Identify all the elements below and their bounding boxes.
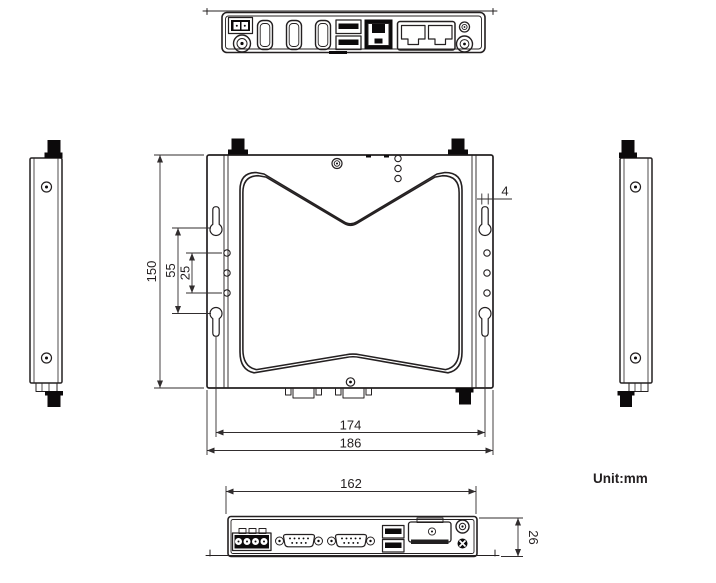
dimensions-bottom: 162 26	[225, 476, 541, 557]
screw-icon	[40, 181, 53, 193]
bracket-holes	[223, 249, 491, 297]
antenna-icon	[44, 140, 63, 158]
sma-antenna-small-icon	[458, 21, 471, 33]
rear-panel-outline	[221, 11, 486, 54]
screw-dot	[45, 356, 48, 360]
edge-tick	[366, 155, 371, 158]
dim-label-mount-hole-pitch: 174	[340, 418, 362, 433]
dimension-55: 55	[163, 227, 211, 314]
left-side-view	[29, 140, 63, 407]
mount-flange-edge	[202, 8, 498, 15]
top-screw-icon	[331, 157, 343, 170]
db9-serial-icon	[274, 533, 324, 548]
keyhole-slot	[478, 206, 492, 237]
led-indicators	[394, 154, 402, 183]
mount-flange-edge	[205, 549, 500, 557]
usb-stack-icon	[381, 524, 405, 553]
screw-dot	[45, 185, 48, 189]
sma-antenna-large-icon	[455, 35, 474, 53]
keyhole-slot	[209, 206, 223, 237]
sma-antenna-icon	[455, 519, 470, 534]
lan-rj45-icon	[364, 19, 393, 50]
cross-screw-icon	[457, 538, 468, 549]
dimension-150: 150	[144, 154, 204, 389]
dimension-174: 174	[215, 337, 486, 437]
right-side-view	[617, 140, 653, 407]
bottom-connector-icon	[628, 382, 649, 392]
antenna-icon	[448, 138, 468, 155]
dim-label-depth: 26	[526, 530, 541, 544]
cover-recess-inner	[242, 174, 460, 371]
screw-icon	[629, 352, 642, 364]
screw-icon	[40, 352, 53, 364]
bottom-panel-inner-line	[230, 519, 475, 554]
antenna-icon	[455, 388, 474, 405]
edge-tick	[384, 155, 389, 158]
antenna-icon	[617, 391, 635, 407]
hdmi-port-icon	[256, 19, 274, 51]
bottom-connector-icon	[35, 382, 58, 392]
dc-jack-icon	[232, 34, 252, 53]
db9-serial-icon	[326, 533, 376, 548]
screw-dot	[634, 185, 637, 189]
screw-icon	[629, 181, 642, 193]
dim-label-slot-width: 4	[501, 184, 508, 199]
dimension-186: 186	[206, 390, 494, 455]
dimension-26: 26	[479, 517, 541, 557]
bottom-panel-outline	[227, 515, 478, 558]
dim-label-bottom-width: 162	[340, 476, 362, 491]
screw-dot	[634, 356, 637, 360]
antenna-icon	[228, 138, 248, 155]
rear-panel-view	[202, 8, 498, 54]
bracket-fold-lines	[223, 154, 477, 389]
dim-label-front-height: 150	[144, 261, 159, 283]
dimensions-front: 150 55 25 4 174	[144, 154, 512, 455]
hdmi-port-icon	[314, 19, 332, 51]
keyhole-slot	[478, 306, 492, 337]
cover-recess-outer	[239, 171, 463, 374]
front-outline	[206, 154, 494, 389]
bottom-screw-icon	[345, 377, 356, 387]
dual-rj45-icon	[396, 20, 456, 51]
hdmi-port-icon	[285, 19, 303, 51]
unit-note: Unit:mm	[593, 471, 648, 486]
front-view	[206, 138, 494, 405]
antenna-icon	[45, 391, 63, 407]
dimension-4: 4	[477, 184, 512, 205]
dim-label-overall-width: 186	[340, 436, 362, 451]
usb-stack-icon	[335, 19, 362, 51]
db9-edge-icon	[335, 387, 372, 399]
terminal-block-4pin-icon	[231, 528, 272, 552]
antenna-icon	[619, 140, 637, 158]
db9-edge-icon	[285, 387, 322, 399]
keyhole-slot	[209, 306, 223, 337]
dimension-162: 162	[225, 476, 477, 514]
bottom-panel-view	[205, 515, 500, 558]
dimension-25: 25	[178, 252, 222, 294]
dim-label-keyhole-spacing: 55	[163, 263, 178, 277]
sim-slot-icon	[407, 517, 452, 544]
dim-label-hole-spacing: 25	[178, 266, 193, 280]
power-terminal-2pin-icon	[227, 16, 254, 35]
